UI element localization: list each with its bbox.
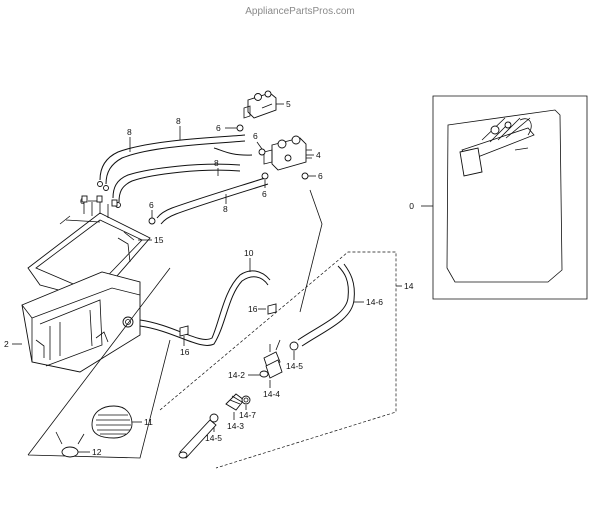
callout-6a[interactable]: 6 (216, 123, 221, 133)
hose-clamp-12[interactable] (55, 431, 85, 458)
callout-10[interactable]: 10 (244, 248, 254, 258)
callout-8c[interactable]: 8 (214, 158, 219, 168)
callout-6c[interactable]: 6 (262, 189, 267, 199)
callout-16a[interactable]: 16 (180, 347, 190, 357)
inlet-hoses[interactable] (99, 134, 269, 225)
drain-pipe-short[interactable] (178, 419, 217, 459)
callout-14[interactable]: 14 (404, 281, 414, 291)
callout-14-2[interactable]: 14-2 (228, 370, 245, 380)
clamp-14-5-lower[interactable] (209, 413, 219, 423)
callout-14-7[interactable]: 14-7 (239, 410, 256, 420)
callout-8b[interactable]: 8 (127, 127, 132, 137)
water-valve-main[interactable] (263, 135, 312, 171)
ring-14-7[interactable] (241, 395, 251, 405)
callout-2[interactable]: 2 (4, 339, 9, 349)
callout-8a[interactable]: 8 (176, 116, 181, 126)
dispenser-housing[interactable] (21, 271, 141, 373)
oring-14-2[interactable] (259, 370, 269, 378)
connector-14-4[interactable] (263, 339, 283, 379)
clamp-14-5-upper[interactable] (289, 341, 299, 351)
leader-6b (256, 141, 263, 150)
callout-11[interactable]: 11 (144, 417, 153, 427)
callout-14-5a[interactable]: 14-5 (286, 361, 303, 371)
watermark: AppliancePartsPros.com (245, 6, 355, 17)
callout-5[interactable]: 5 (286, 99, 291, 109)
callout-6f[interactable]: 6 (149, 200, 154, 210)
callout-16b[interactable]: 16 (248, 304, 258, 314)
callout-4[interactable]: 4 (316, 150, 321, 160)
bellows-hose[interactable] (91, 405, 133, 439)
connector-14 (299, 189, 323, 313)
callout-14-6[interactable]: 14-6 (366, 297, 383, 307)
callout-14-4[interactable]: 14-4 (263, 389, 280, 399)
callout-0[interactable]: 0 (409, 201, 414, 211)
callout-12[interactable]: 12 (92, 447, 102, 457)
assembly-inset[interactable] (432, 95, 588, 300)
box-14 (159, 251, 397, 469)
callout-14-5b[interactable]: 14-5 (205, 433, 222, 443)
callout-6d[interactable]: 6 (318, 171, 323, 181)
callout-15[interactable]: 15 (154, 235, 164, 245)
drain-hose-14-6[interactable] (297, 263, 355, 347)
callout-14-3[interactable]: 14-3 (227, 421, 244, 431)
water-valve-small[interactable] (243, 90, 277, 119)
hose-clips-16[interactable] (179, 303, 277, 337)
valve-14-3[interactable] (225, 393, 245, 411)
callout-8d[interactable]: 8 (223, 204, 228, 214)
callout-6b[interactable]: 6 (253, 131, 258, 141)
